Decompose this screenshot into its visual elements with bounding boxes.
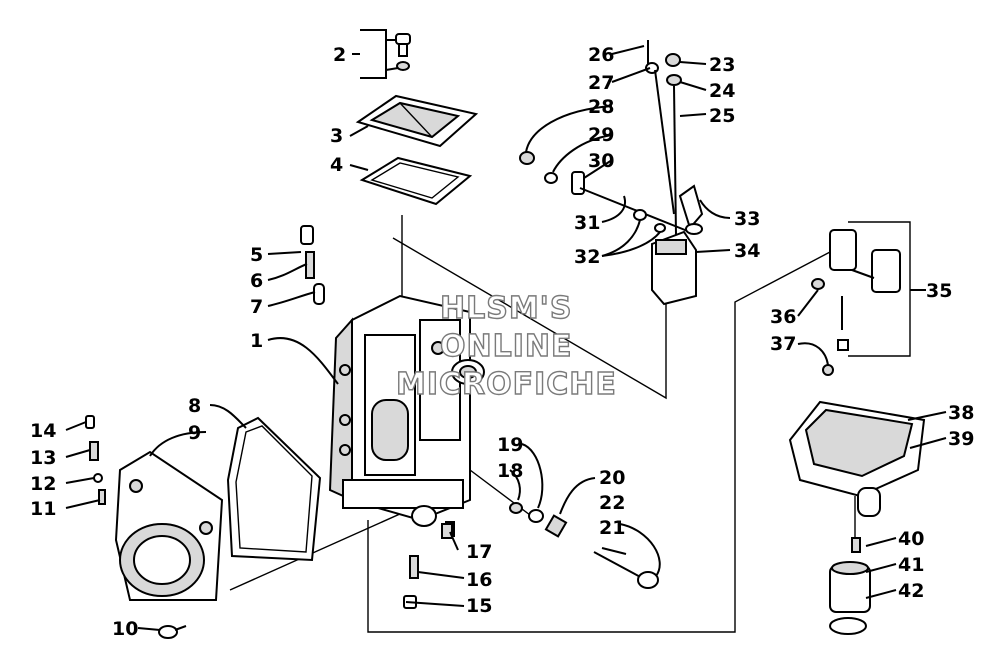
callout-34: 34 xyxy=(734,240,760,262)
part-cover-screw xyxy=(395,33,411,71)
callout-17: 17 xyxy=(466,541,492,563)
callout-28: 28 xyxy=(588,96,614,118)
part-pilot-screw-set xyxy=(509,502,659,589)
callout-42: 42 xyxy=(898,580,924,602)
callout-29: 29 xyxy=(588,124,614,146)
part-intake-adapter xyxy=(114,450,224,601)
callout-30: 30 xyxy=(588,150,614,172)
callout-2: 2 xyxy=(333,44,346,66)
part-intake-gasket xyxy=(226,416,322,562)
callout-9: 9 xyxy=(188,422,201,444)
part-idle-screw-set xyxy=(85,415,106,505)
callout-21: 21 xyxy=(599,517,625,539)
callout-1: 1 xyxy=(250,330,263,352)
callout-14: 14 xyxy=(30,420,56,442)
watermark-line-1: HLSM'S xyxy=(440,291,572,326)
callout-5: 5 xyxy=(250,244,263,266)
callout-13: 13 xyxy=(30,447,56,469)
callout-41: 41 xyxy=(898,554,924,576)
watermark-line-2: ONLINE xyxy=(440,329,573,364)
callout-26: 26 xyxy=(588,44,614,66)
callout-16: 16 xyxy=(466,569,492,591)
watermark-line-3: MICROFICHE xyxy=(396,367,617,402)
callout-37: 37 xyxy=(770,333,796,355)
assembly-lines xyxy=(229,215,831,633)
callout-32: 32 xyxy=(574,246,600,268)
part-adapter-screw xyxy=(158,625,187,639)
callout-39: 39 xyxy=(948,428,974,450)
part-top-cover xyxy=(355,94,479,148)
watermark: HLSM'S ONLINE MICROFICHE xyxy=(395,290,617,402)
part-bowl-drain-set xyxy=(829,496,871,635)
part-carburetor-body xyxy=(328,294,485,537)
callout-8: 8 xyxy=(188,395,201,417)
part-float-assembly xyxy=(811,221,911,376)
callout-38: 38 xyxy=(948,402,974,424)
callout-15: 15 xyxy=(466,595,492,617)
callout-6: 6 xyxy=(250,270,263,292)
callout-labels: 2 3 4 5 6 7 1 8 9 14 13 12 11 10 17 16 1… xyxy=(30,44,974,640)
callout-10: 10 xyxy=(112,618,138,640)
callout-3: 3 xyxy=(330,125,343,147)
callout-20: 20 xyxy=(599,467,625,489)
callout-35: 35 xyxy=(926,280,952,302)
part-throttle-linkage xyxy=(519,40,704,306)
callout-31: 31 xyxy=(574,212,600,234)
leader-lines xyxy=(65,29,947,631)
callout-19: 19 xyxy=(497,434,523,456)
callout-22: 22 xyxy=(599,492,625,514)
callout-23: 23 xyxy=(709,54,735,76)
callout-4: 4 xyxy=(330,154,343,176)
callout-33: 33 xyxy=(734,208,760,230)
callout-12: 12 xyxy=(30,473,56,495)
part-jet-set xyxy=(300,225,325,305)
callout-40: 40 xyxy=(898,528,924,550)
callout-7: 7 xyxy=(250,296,263,318)
callout-27: 27 xyxy=(588,72,614,94)
callout-11: 11 xyxy=(30,498,56,520)
part-float-bowl xyxy=(788,400,926,517)
part-drain-screw-set xyxy=(403,523,453,609)
callout-25: 25 xyxy=(709,105,735,127)
callout-24: 24 xyxy=(709,80,735,102)
callout-36: 36 xyxy=(770,306,796,328)
callout-18: 18 xyxy=(497,460,523,482)
part-cover-gasket xyxy=(359,156,473,206)
